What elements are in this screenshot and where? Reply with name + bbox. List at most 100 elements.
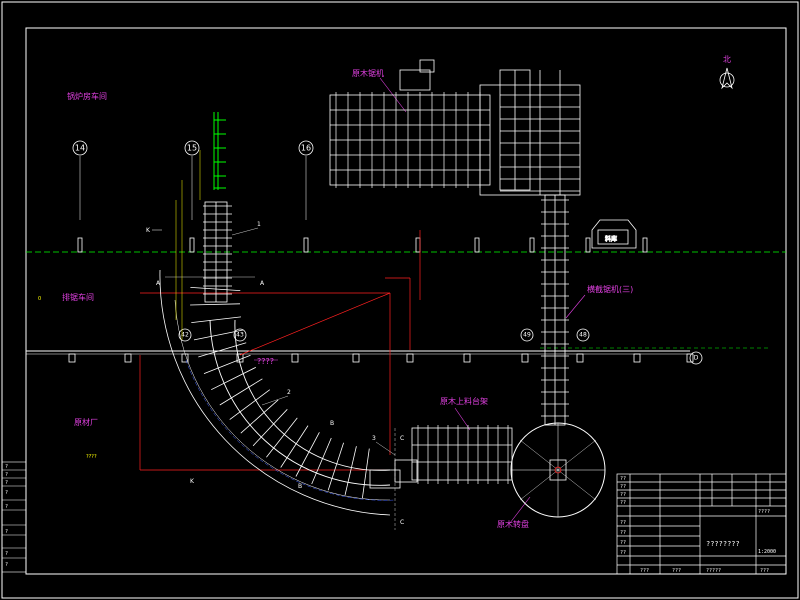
- scale-value: 1:2000: [758, 549, 776, 555]
- svg-text:K: K: [190, 478, 195, 485]
- shed-icon: 料库: [591, 219, 637, 249]
- side-cell: ?: [5, 562, 8, 568]
- side-cell: ?: [5, 464, 8, 470]
- svg-text:C: C: [400, 435, 404, 442]
- svg-text:42: 42: [181, 332, 189, 339]
- roller: [211, 366, 257, 391]
- svg-text:C: C: [400, 519, 404, 526]
- bottom-cell: ???: [640, 568, 649, 574]
- column-marker: [189, 237, 195, 253]
- question-marks: ????: [257, 357, 274, 366]
- vertical-rollers: [203, 205, 232, 295]
- column-marker: [406, 353, 414, 363]
- axis-bubble: 16: [298, 140, 314, 220]
- svg-text:48: 48: [579, 332, 587, 339]
- roller: [203, 354, 251, 374]
- column-marker: [529, 237, 535, 253]
- roller: [311, 437, 332, 485]
- roller: [344, 446, 357, 495]
- roller: [327, 442, 344, 491]
- svg-text:3: 3: [372, 435, 376, 442]
- tb-row: ??: [620, 484, 626, 490]
- axis-bubble: 15: [184, 140, 200, 220]
- label-top-conveyor: 原木锯机: [352, 68, 384, 78]
- right-conveyor: [544, 194, 566, 426]
- lower-conveyor: [369, 427, 513, 489]
- vertical-conveyor: [204, 201, 228, 303]
- column-marker: [642, 237, 648, 253]
- axis-bubble: 48: [576, 328, 590, 342]
- dim-left: 0: [38, 296, 41, 302]
- roller: [229, 389, 271, 420]
- label-right-conveyor: 横截锯机(三): [587, 284, 633, 294]
- svg-text:2: 2: [287, 389, 291, 396]
- roller: [190, 303, 241, 306]
- svg-text:A: A: [260, 280, 265, 287]
- column-marker: [576, 353, 584, 363]
- bottom-cell: ?????: [706, 568, 721, 574]
- svg-text:1: 1: [257, 221, 261, 228]
- roller: [240, 399, 279, 434]
- bottom-cell: ???: [672, 568, 681, 574]
- roller: [190, 287, 241, 291]
- svg-text:K: K: [146, 227, 151, 234]
- tb-row: ??: [620, 530, 626, 536]
- north-label: 北: [723, 55, 731, 64]
- drawing-title: ????????: [706, 540, 740, 548]
- tb-row: ??: [620, 492, 626, 498]
- svg-text:15: 15: [187, 144, 197, 153]
- column-marker: [463, 353, 471, 363]
- column-marker: [474, 237, 480, 253]
- leaders: [379, 77, 586, 524]
- svg-text:16: 16: [301, 144, 311, 153]
- svg-text:49: 49: [523, 332, 531, 339]
- yellow-dims: [175, 150, 201, 340]
- axis-bubble: 43: [233, 328, 247, 342]
- axis-bubble: 14: [72, 140, 88, 220]
- dim-text: ????: [86, 454, 97, 460]
- tb-row: ??: [620, 550, 626, 556]
- title-top-right: ????: [758, 509, 770, 515]
- column-marker: [124, 353, 132, 363]
- column-ticks-top: [77, 237, 648, 253]
- title-block-text: ???????? ???? 1:2000 ??? ??? ????? ??? ?…: [620, 476, 776, 574]
- top-conveyor: [329, 59, 581, 196]
- axis-bubble: 49: [520, 328, 534, 342]
- roller: [252, 409, 288, 447]
- section-marks: K A A B B C C K: [146, 227, 404, 530]
- label-turntable: 原木转盘: [497, 519, 529, 529]
- tb-row: ??: [620, 540, 626, 546]
- column-line: [26, 347, 770, 355]
- bottom-cell: ???: [760, 568, 769, 574]
- svg-text:B: B: [298, 483, 302, 490]
- side-table: [1, 461, 27, 573]
- svg-text:43: 43: [236, 332, 244, 339]
- roller: [191, 316, 242, 323]
- north-arrow-icon: 北: [719, 55, 735, 90]
- side-cell: ?: [5, 504, 8, 510]
- inner-frame: [25, 27, 787, 575]
- curved-conveyor: [159, 269, 396, 516]
- top-conveyor-rollers: [335, 92, 580, 192]
- side-cell: ?: [5, 472, 8, 478]
- roller: [295, 432, 320, 477]
- red-dimensions: [139, 230, 421, 471]
- shed-label: 料库: [605, 235, 617, 243]
- roller: [219, 378, 263, 406]
- svg-text:B: B: [330, 420, 334, 427]
- svg-text:A: A: [156, 280, 161, 287]
- roller: [193, 329, 244, 341]
- column-marker: [352, 353, 360, 363]
- side-cell: ?: [5, 529, 8, 535]
- column-marker: [521, 353, 529, 363]
- label-bottom-left: 原材厂: [74, 417, 98, 427]
- green-element: [213, 112, 226, 190]
- column-marker: [291, 353, 299, 363]
- side-cell: ?: [5, 551, 8, 557]
- column-marker: [415, 237, 421, 253]
- tb-row: ??: [620, 476, 626, 482]
- column-marker: [68, 353, 76, 363]
- column-marker: [77, 237, 83, 253]
- roller: [198, 342, 247, 358]
